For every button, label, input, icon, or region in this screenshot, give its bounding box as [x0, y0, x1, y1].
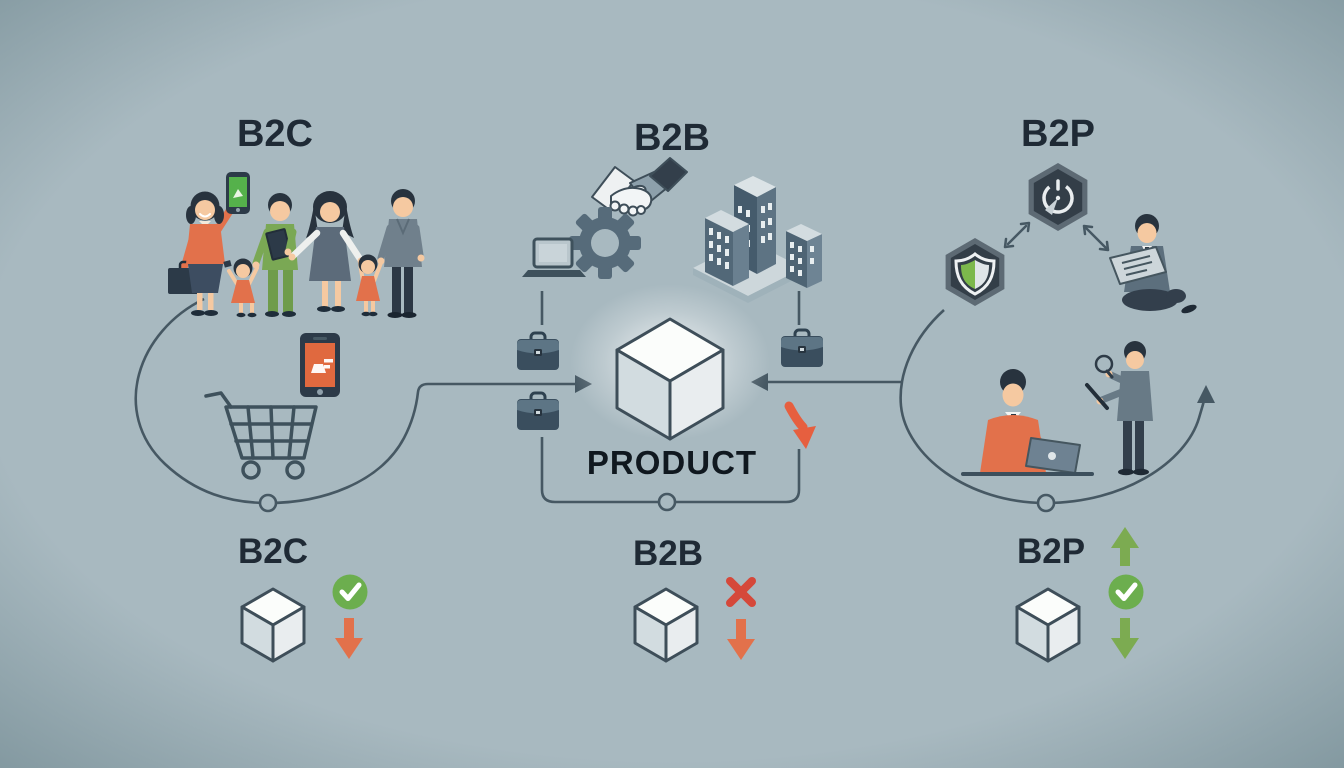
infographic-canvas: B2C B2B B2P: [0, 0, 1344, 768]
infographic-svg: B2C B2B B2P: [0, 0, 1344, 768]
vignette-overlay: [0, 0, 1344, 768]
